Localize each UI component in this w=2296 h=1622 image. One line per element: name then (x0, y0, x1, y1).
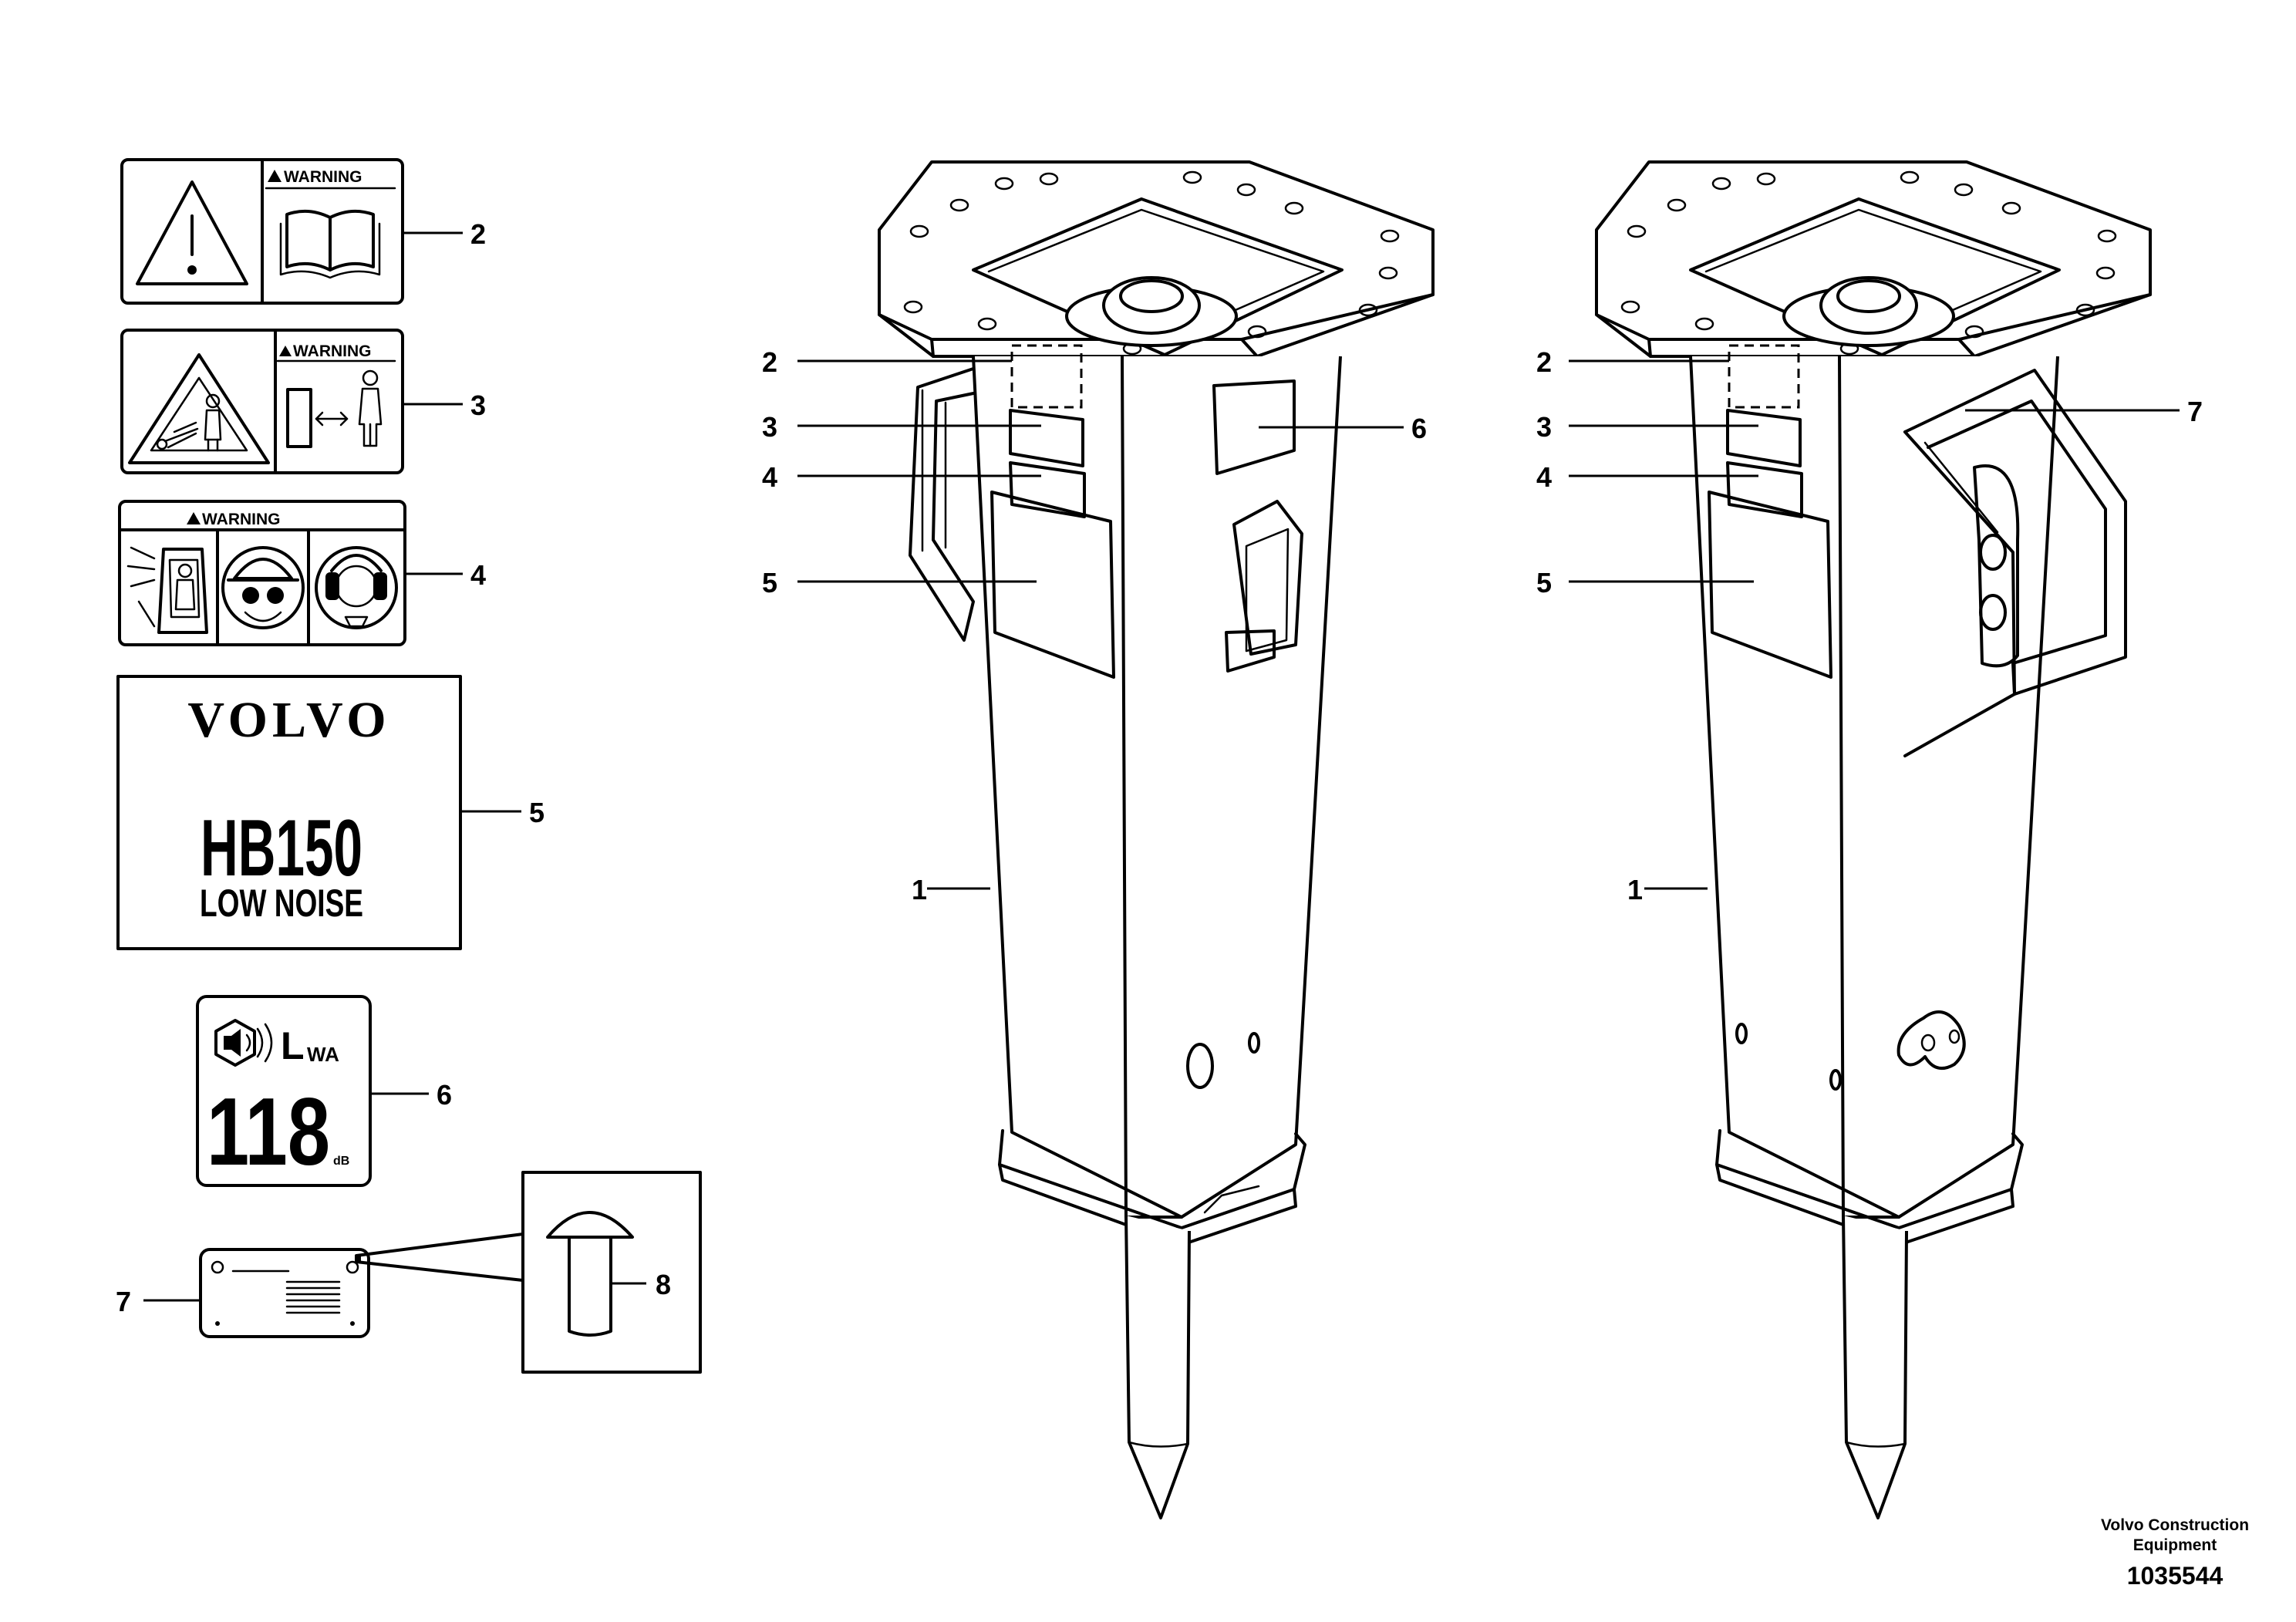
decal-6-sound-level: L WA 118 dB (196, 995, 372, 1187)
callout-4: 4 (470, 559, 486, 591)
sound-symbol-l: L (281, 1024, 305, 1067)
company-name-line2: Equipment (2133, 1536, 2217, 1554)
warning-triangle-icon (136, 180, 248, 285)
breaker-right-view (1595, 160, 2152, 1519)
flying-debris-icon (126, 546, 208, 634)
rivet-8-detail (355, 1171, 702, 1374)
flange-bolts-right (1620, 170, 2117, 356)
drawing-number: 1035544 (2127, 1562, 2224, 1590)
decal-2-header-text: WARNING (284, 168, 362, 186)
callout-6-left-view: 6 (1411, 413, 1427, 444)
callout-2: 2 (470, 218, 486, 250)
callout-3-left-view: 3 (762, 411, 777, 443)
model-text: HB150 (201, 804, 362, 893)
callout-3-right-view: 3 (1536, 411, 1552, 443)
callout-1-right-view: 1 (1627, 874, 1643, 905)
location-4-right (1726, 461, 1803, 518)
callout-1-left-view: 1 (912, 874, 927, 905)
brand-logo-text: VOLVO (187, 692, 390, 748)
callout-6: 6 (437, 1079, 452, 1111)
sound-symbol-wa: WA (307, 1043, 339, 1066)
variant-text: LOW NOISE (200, 882, 363, 925)
warning-header: WARNING (187, 511, 281, 528)
location-6 (1212, 379, 1296, 475)
company-name-line1: Volvo Construction (2101, 1516, 2249, 1534)
location-2-right (1728, 344, 1800, 409)
warning-header: WARNING (265, 168, 396, 190)
callout-2-right-view: 2 (1536, 346, 1552, 378)
decal-3-keep-distance: WARNING (120, 329, 404, 474)
location-5-right (1708, 491, 1832, 679)
decal-2-read-manual: WARNING (120, 158, 404, 305)
sound-power-icon (214, 1019, 273, 1067)
location-4 (1009, 461, 1086, 518)
callout-2-left-view: 2 (762, 346, 777, 378)
leader-lines (143, 231, 2180, 1302)
ear-protection-icon (315, 546, 398, 629)
manual-book-icon (279, 209, 381, 279)
callout-3: 3 (470, 389, 486, 421)
location-3 (1009, 409, 1084, 467)
callout-7-right-view: 7 (2187, 396, 2203, 427)
plate-7-identification (199, 1248, 370, 1338)
location-3-right (1726, 409, 1802, 467)
location-5 (990, 491, 1115, 679)
callout-5-right-view: 5 (1536, 567, 1552, 599)
breaker-left-view (878, 160, 1435, 1519)
callout-numbers: 2 3 4 5 6 7 8 2 3 4 5 1 6 2 3 4 5 1 7 (116, 218, 2203, 1317)
callout-5: 5 (529, 797, 544, 828)
callout-4-right-view: 4 (1536, 461, 1552, 493)
hard-hat-goggles-icon (221, 546, 305, 629)
callout-8: 8 (656, 1269, 671, 1300)
decal-4-header-text: WARNING (202, 511, 281, 528)
decal-5-model-plate: VOLVO HB150 LOW NOISE (116, 675, 462, 950)
hazard-person-icon (128, 353, 270, 464)
sound-unit: dB (333, 1155, 349, 1168)
callout-5-left-view: 5 (762, 567, 777, 599)
drawing-footer: Volvo Construction Equipment 1035544 (2101, 1516, 2249, 1590)
location-2 (1010, 344, 1083, 409)
plate-text-lines (285, 1280, 341, 1314)
decal-3-header-text: WARNING (293, 342, 372, 360)
callout-7: 7 (116, 1286, 131, 1317)
flange-bolts (903, 170, 1400, 356)
sound-value: 118 (207, 1079, 330, 1185)
keep-distance-icon (286, 369, 383, 448)
callout-4-left-view: 4 (762, 461, 777, 493)
warning-header: WARNING (276, 342, 396, 363)
decal-4-protective-equipment: WARNING (118, 500, 406, 646)
